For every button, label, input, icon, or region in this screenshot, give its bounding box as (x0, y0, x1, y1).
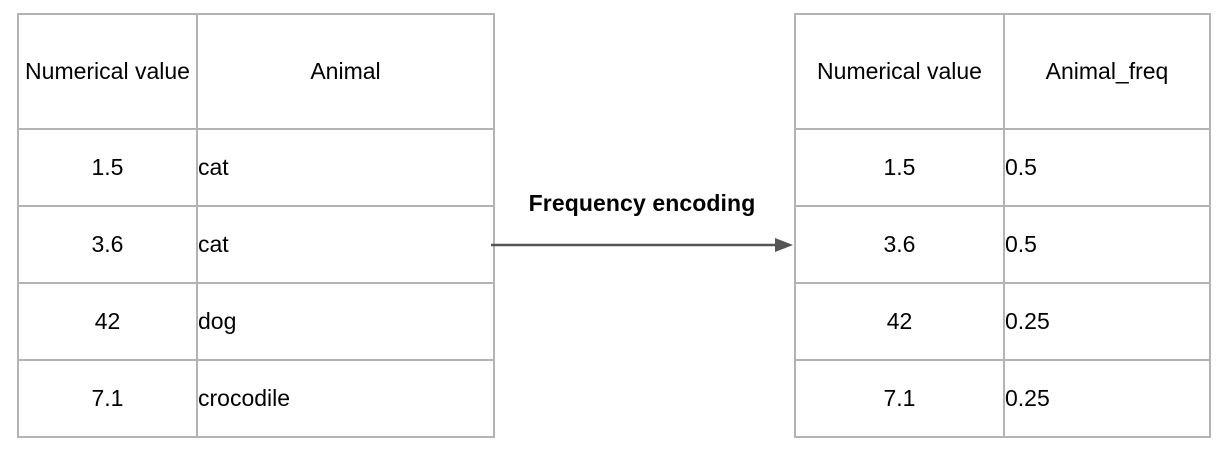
table-row: 42 dog (17, 282, 495, 361)
output-col-header-numerical-value: Numerical value (794, 13, 1005, 130)
table-row: 3.6 0.5 (794, 205, 1211, 284)
output-col-header-numerical-value-text: Numerical value (817, 57, 982, 84)
input-col-header-numerical-value-text: Numerical value (25, 57, 190, 84)
output-col-header-animal-freq: Animal_freq (1003, 13, 1211, 130)
table-row: 7.1 0.25 (794, 359, 1211, 438)
table-row: 1.5 cat (17, 128, 495, 207)
input-cell-value-1: 3.6 (17, 205, 198, 284)
output-table: Numerical value Animal_freq 1.5 0.5 3.6 … (794, 13, 1211, 438)
input-cell-animal-0: cat (196, 128, 495, 207)
input-table-header-row: Numerical value Animal (17, 13, 495, 130)
table-row: 1.5 0.5 (794, 128, 1211, 207)
input-cell-animal-3: crocodile (196, 359, 495, 438)
output-col-header-animal-freq-text: Animal_freq (1045, 57, 1169, 84)
input-table: Numerical value Animal 1.5 cat 3.6 cat 4… (17, 13, 495, 438)
input-col-header-animal-text: Animal (310, 57, 381, 84)
output-cell-value-3: 7.1 (794, 359, 1005, 438)
output-cell-value-0: 1.5 (794, 128, 1005, 207)
input-col-header-animal: Animal (196, 13, 495, 130)
input-cell-value-2: 42 (17, 282, 198, 361)
table-row: 3.6 cat (17, 205, 495, 284)
output-cell-freq-3: 0.25 (1003, 359, 1211, 438)
output-cell-freq-2: 0.25 (1003, 282, 1211, 361)
input-cell-animal-2: dog (196, 282, 495, 361)
table-row: 7.1 crocodile (17, 359, 495, 438)
input-cell-value-3: 7.1 (17, 359, 198, 438)
output-cell-value-2: 42 (794, 282, 1005, 361)
output-cell-value-1: 3.6 (794, 205, 1005, 284)
input-cell-value-0: 1.5 (17, 128, 198, 207)
right-arrow-icon (491, 238, 793, 252)
transform-group: Frequency encoding (490, 190, 794, 260)
table-row: 42 0.25 (794, 282, 1211, 361)
input-cell-animal-1: cat (196, 205, 495, 284)
input-col-header-numerical-value: Numerical value (17, 13, 198, 130)
output-cell-freq-1: 0.5 (1003, 205, 1211, 284)
output-cell-freq-0: 0.5 (1003, 128, 1211, 207)
transform-label: Frequency encoding (528, 190, 756, 216)
output-table-header-row: Numerical value Animal_freq (794, 13, 1211, 130)
